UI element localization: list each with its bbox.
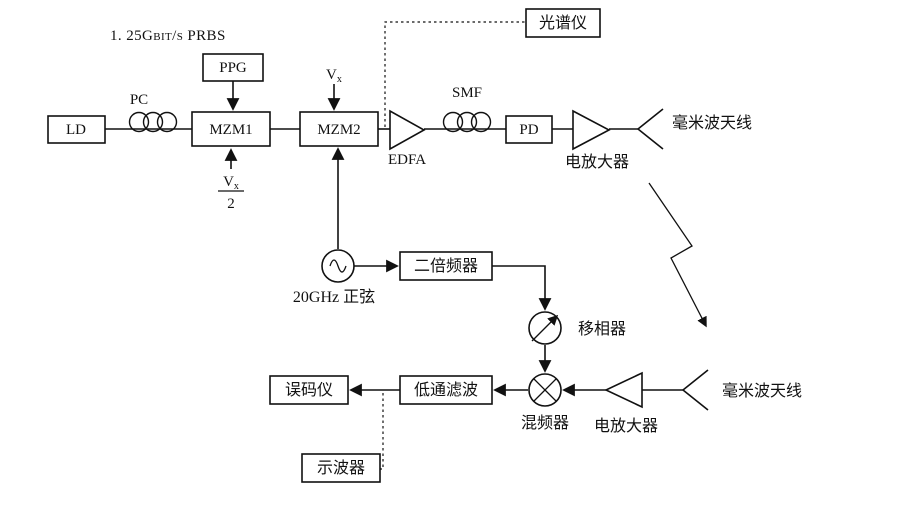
antenna-top-label: 毫米波天线 [672, 113, 752, 132]
lpf-block: 低通滤波 [399, 375, 493, 405]
smf-coil-icon [456, 111, 478, 133]
pc-label: PC [130, 92, 148, 108]
mzm2-label: MZM2 [317, 122, 360, 138]
doubler-block: 二倍频器 [399, 251, 493, 281]
mzm2-box [299, 111, 379, 147]
antenna-icon [637, 108, 664, 150]
vx-label: Vx [326, 67, 342, 85]
spectrum-analyzer-label: 光谱仪 [539, 14, 587, 32]
pc-block: PC [128, 92, 178, 133]
smf-label: SMF [452, 85, 482, 101]
vx2-v: V [223, 174, 234, 190]
mixer-cross-icon [533, 378, 557, 402]
mixer-block: 混频器 [521, 373, 569, 432]
prbs-rate-label: 1. 25Gbit/s PRBS [110, 28, 226, 44]
vx2-x: x [234, 181, 239, 192]
smf-coil-icon [442, 111, 464, 133]
doubler-box [399, 251, 493, 281]
smf-coil-icon [470, 111, 492, 133]
ppg-label: PPG [219, 60, 247, 76]
mzm1-box [191, 111, 271, 147]
lpf-label: 低通滤波 [414, 381, 478, 399]
phase-shifter-block: 移相器 [528, 311, 626, 345]
smf-block: SMF [442, 85, 492, 133]
ld-box [47, 115, 106, 144]
wireless-link-bolt [648, 182, 707, 328]
signal-wires [105, 128, 683, 391]
vx-bias-label: Vx [326, 67, 342, 85]
mixer-label: 混频器 [521, 414, 569, 432]
edfa-amplifier-icon [389, 109, 426, 151]
oscilloscope-box [301, 453, 381, 483]
vx-half-bias-label: Vx 2 [218, 174, 244, 212]
oscilloscope-label: 示波器 [317, 459, 365, 477]
antenna-bottom-block: 毫米波天线 [682, 369, 802, 411]
pd-label: PD [519, 122, 538, 138]
ppg-box [202, 53, 264, 82]
edfa-label: EDFA [388, 152, 426, 168]
electrical-amp-bottom-label: 电放大器 [594, 417, 658, 435]
mzm1-label: MZM1 [209, 122, 252, 138]
electrical-amp-top-block: 电放大器 [565, 109, 629, 171]
phase-shifter-label: 移相器 [578, 320, 626, 338]
bert-label: 误码仪 [285, 381, 333, 399]
wire-doubler-to-phase [492, 265, 552, 311]
doubler-label: 二倍频器 [414, 257, 478, 275]
pd-block: PD [505, 115, 553, 144]
pc-coil-icon [142, 111, 164, 133]
antenna-bottom-label: 毫米波天线 [722, 381, 802, 400]
tap-to-spectrum-analyzer [384, 21, 526, 127]
ld-label: LD [66, 122, 86, 138]
vx2-denominator: 2 [227, 196, 235, 212]
sine-wave-icon [329, 259, 347, 273]
edfa-block: EDFA [388, 109, 426, 168]
vx-v: V [326, 67, 337, 83]
pd-box [505, 115, 553, 144]
pc-coil-icon [128, 111, 150, 133]
vx-x: x [337, 74, 342, 85]
mzm2-block: MZM2 [299, 111, 379, 147]
mzm1-block: MZM1 [191, 111, 271, 147]
pc-coil-icon [156, 111, 178, 133]
spectrum-analyzer-box [525, 8, 601, 38]
bert-block: 误码仪 [269, 375, 349, 405]
dotted-taps [380, 21, 526, 470]
tap-to-oscilloscope [380, 393, 384, 470]
electrical-amp-bottom-block: 电放大器 [594, 371, 658, 435]
amplifier-icon [572, 109, 611, 151]
ppg-block: PPG [202, 53, 264, 82]
antenna-top-block: 毫米波天线 [637, 108, 752, 150]
lpf-box [399, 375, 493, 405]
oscillator-block: 20GHz 正弦 [293, 249, 375, 306]
phase-shifter-arrow-icon [531, 314, 559, 342]
ld-block: LD [47, 115, 106, 144]
bert-box [269, 375, 349, 405]
arrow-wires [224, 81, 707, 397]
spectrum-analyzer-block: 光谱仪 [525, 8, 601, 38]
electrical-amp-top-label: 电放大器 [565, 153, 629, 171]
oscilloscope-block: 示波器 [301, 453, 381, 483]
amplifier-icon [604, 371, 643, 409]
antenna-icon [682, 369, 709, 411]
vx2-numerator: Vx [223, 174, 239, 192]
oscillator-label: 20GHz 正弦 [293, 288, 375, 306]
